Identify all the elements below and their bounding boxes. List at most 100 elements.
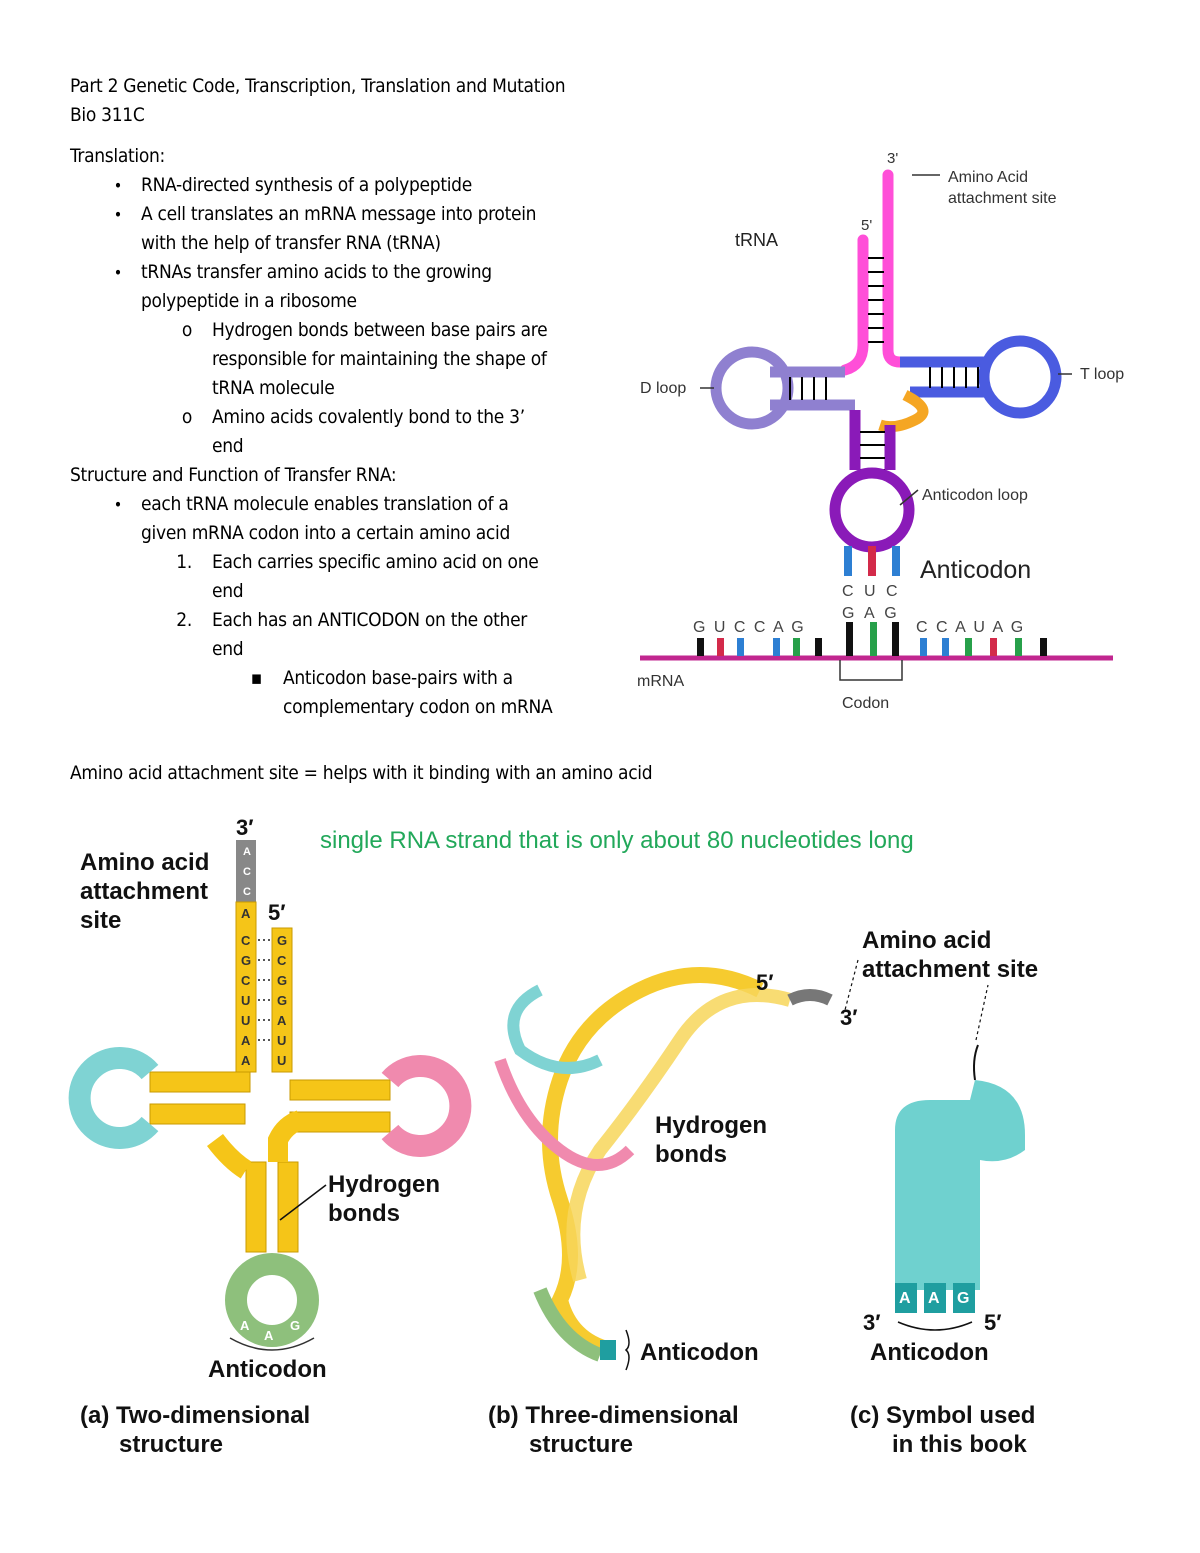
hydrogen-bonds-label: Hydrogen xyxy=(328,1171,440,1198)
acceptor-base-pairs xyxy=(868,257,884,343)
svg-text:A: A xyxy=(264,1328,274,1343)
acceptor-stem-5prime xyxy=(839,234,869,376)
prime-3-label: 3' xyxy=(887,150,898,167)
variable-loop xyxy=(878,390,929,433)
svg-text:A: A xyxy=(928,1290,940,1307)
course-code: Bio 311C xyxy=(70,104,145,126)
anticodon-loop-leader xyxy=(899,489,919,506)
anticodon-bases: C U C xyxy=(842,583,901,600)
attachment-site-label: Amino acid xyxy=(862,927,991,954)
attachment-label-line1: Amino Acid xyxy=(948,169,1028,186)
trna-symbol: A A G Amino acid attachment site 3′ 5′ A… xyxy=(844,927,1038,1458)
svg-text:U: U xyxy=(277,1053,286,1068)
svg-text:U: U xyxy=(241,993,250,1008)
svg-text:A: A xyxy=(899,1290,911,1307)
svg-text:A: A xyxy=(241,1053,251,1068)
anticodon-loop xyxy=(829,467,915,553)
bullet-item: •each tRNA molecule enables translation … xyxy=(113,493,509,515)
svg-text:structure: structure xyxy=(529,1431,633,1458)
anticodon-arm-base-pairs xyxy=(860,431,885,471)
prime-5-label: 5′ xyxy=(984,1310,1002,1335)
trna-3d-structure: 5′ 3′ Hydrogen bonds Anticodon (b) Three… xyxy=(488,967,858,1458)
prime-3-label: 3′ xyxy=(863,1310,881,1335)
bullet-continuation: given mRNA codon into a certain amino ac… xyxy=(141,522,511,544)
square-bullet-continuation: complementary codon on mRNA xyxy=(283,696,553,718)
anticodon-base-u xyxy=(868,546,876,576)
mrna-label: mRNA xyxy=(637,673,684,690)
prime-5-label: 5' xyxy=(861,217,872,234)
svg-text:U: U xyxy=(241,1013,250,1028)
trna-diagram-top: 3' 5' tRNA Amino Acid attachment site D … xyxy=(637,150,1124,712)
t-loop xyxy=(978,335,1062,419)
translation-heading: Translation: xyxy=(70,145,166,167)
svg-text:A: A xyxy=(240,1318,250,1333)
svg-text:bonds: bonds xyxy=(655,1141,727,1168)
acceptor-stem-3prime xyxy=(882,169,906,368)
svg-text:attachment site: attachment site xyxy=(862,956,1038,983)
svg-text:A: A xyxy=(277,1013,287,1028)
prime-3-label: 3′ xyxy=(840,1005,858,1030)
trna-2d-structure: A C C A C G C U U A A G C G G A U U A A … xyxy=(68,815,472,1458)
svg-text:C: C xyxy=(241,973,251,988)
svg-text:G: G xyxy=(957,1290,969,1307)
svg-text:C: C xyxy=(243,866,251,878)
anticodon-loop-label: Anticodon loop xyxy=(922,487,1028,504)
codon-bracket xyxy=(839,660,903,681)
bullet-item: •RNA-directed synthesis of a polypeptide xyxy=(113,174,472,196)
svg-text:A: A xyxy=(243,846,251,858)
svg-text:G: G xyxy=(277,993,287,1008)
svg-text:C: C xyxy=(243,886,251,898)
sub-bullet-continuation: responsible for maintaining the shape of xyxy=(212,348,547,370)
svg-text:A: A xyxy=(241,1033,251,1048)
caption-a: (a) Two-dimensional xyxy=(80,1402,310,1429)
svg-text:U: U xyxy=(277,1033,286,1048)
d-loop xyxy=(710,346,794,430)
anticodon-label: Anticodon xyxy=(208,1356,327,1383)
numbered-item: 1.Each carries specific amino acid on on… xyxy=(176,551,539,573)
numbered-continuation: end xyxy=(212,580,244,602)
numbered-item: 2.Each has an ANTICODON on the other xyxy=(176,609,528,631)
bullet-item: •tRNAs transfer amino acids to the growi… xyxy=(113,261,492,283)
attachment-site-label: Amino acid xyxy=(80,849,209,876)
page-title: Part 2 Genetic Code, Transcription, Tran… xyxy=(70,75,566,97)
d-arm-base-pairs xyxy=(789,377,827,400)
mrna-bases-right: C C A U A G xyxy=(916,619,1025,636)
attachment-site-note: Amino acid attachment site = helps with … xyxy=(70,762,653,784)
sub-bullet-continuation: end xyxy=(212,435,244,457)
hydrogen-bonds-label: Hydrogen xyxy=(655,1112,767,1139)
trna-label: tRNA xyxy=(735,230,778,250)
svg-text:site: site xyxy=(80,907,121,934)
structure-heading: Structure and Function of Transfer RNA: xyxy=(70,464,397,486)
svg-text:G: G xyxy=(277,973,287,988)
svg-text:in this book: in this book xyxy=(892,1431,1027,1458)
square-bullet-item: ▪Anticodon base-pairs with a xyxy=(250,667,513,689)
anticodon-label: Anticodon xyxy=(920,556,1031,584)
bullet-continuation: with the help of transfer RNA (tRNA) xyxy=(141,232,441,254)
attachment-label-line2: attachment site xyxy=(948,190,1057,207)
t-arm-base-pairs xyxy=(929,367,979,388)
bullet-item: •A cell translates an mRNA message into … xyxy=(113,203,537,225)
t-loop-label: T loop xyxy=(1080,366,1124,383)
anticodon-label: Anticodon xyxy=(870,1339,989,1366)
svg-text:C: C xyxy=(277,953,287,968)
d-loop-label: D loop xyxy=(640,380,686,397)
sub-bullet-continuation: tRNA molecule xyxy=(212,377,335,399)
anticodon-label: Anticodon xyxy=(640,1339,759,1366)
svg-text:A: A xyxy=(241,906,251,921)
bullet-continuation: polypeptide in a ribosome xyxy=(141,290,357,312)
svg-text:C: C xyxy=(241,933,251,948)
prime-3-label: 3′ xyxy=(236,815,254,840)
mrna-bases-left: G U C C A G xyxy=(693,619,806,636)
prime-5-label: 5′ xyxy=(268,900,286,925)
anticodon-base-c xyxy=(844,546,852,576)
mrna-bases xyxy=(697,622,1047,656)
prime-5-label: 5′ xyxy=(756,970,774,995)
caption-c: (c) Symbol used xyxy=(850,1402,1035,1429)
trna-structure-figure: A C C A C G C U U A A G C G G A U U A A … xyxy=(68,815,1038,1458)
numbered-continuation: end xyxy=(212,638,244,660)
svg-text:G: G xyxy=(277,933,287,948)
svg-text:bonds: bonds xyxy=(328,1200,400,1227)
codon-label: Codon xyxy=(842,695,889,712)
